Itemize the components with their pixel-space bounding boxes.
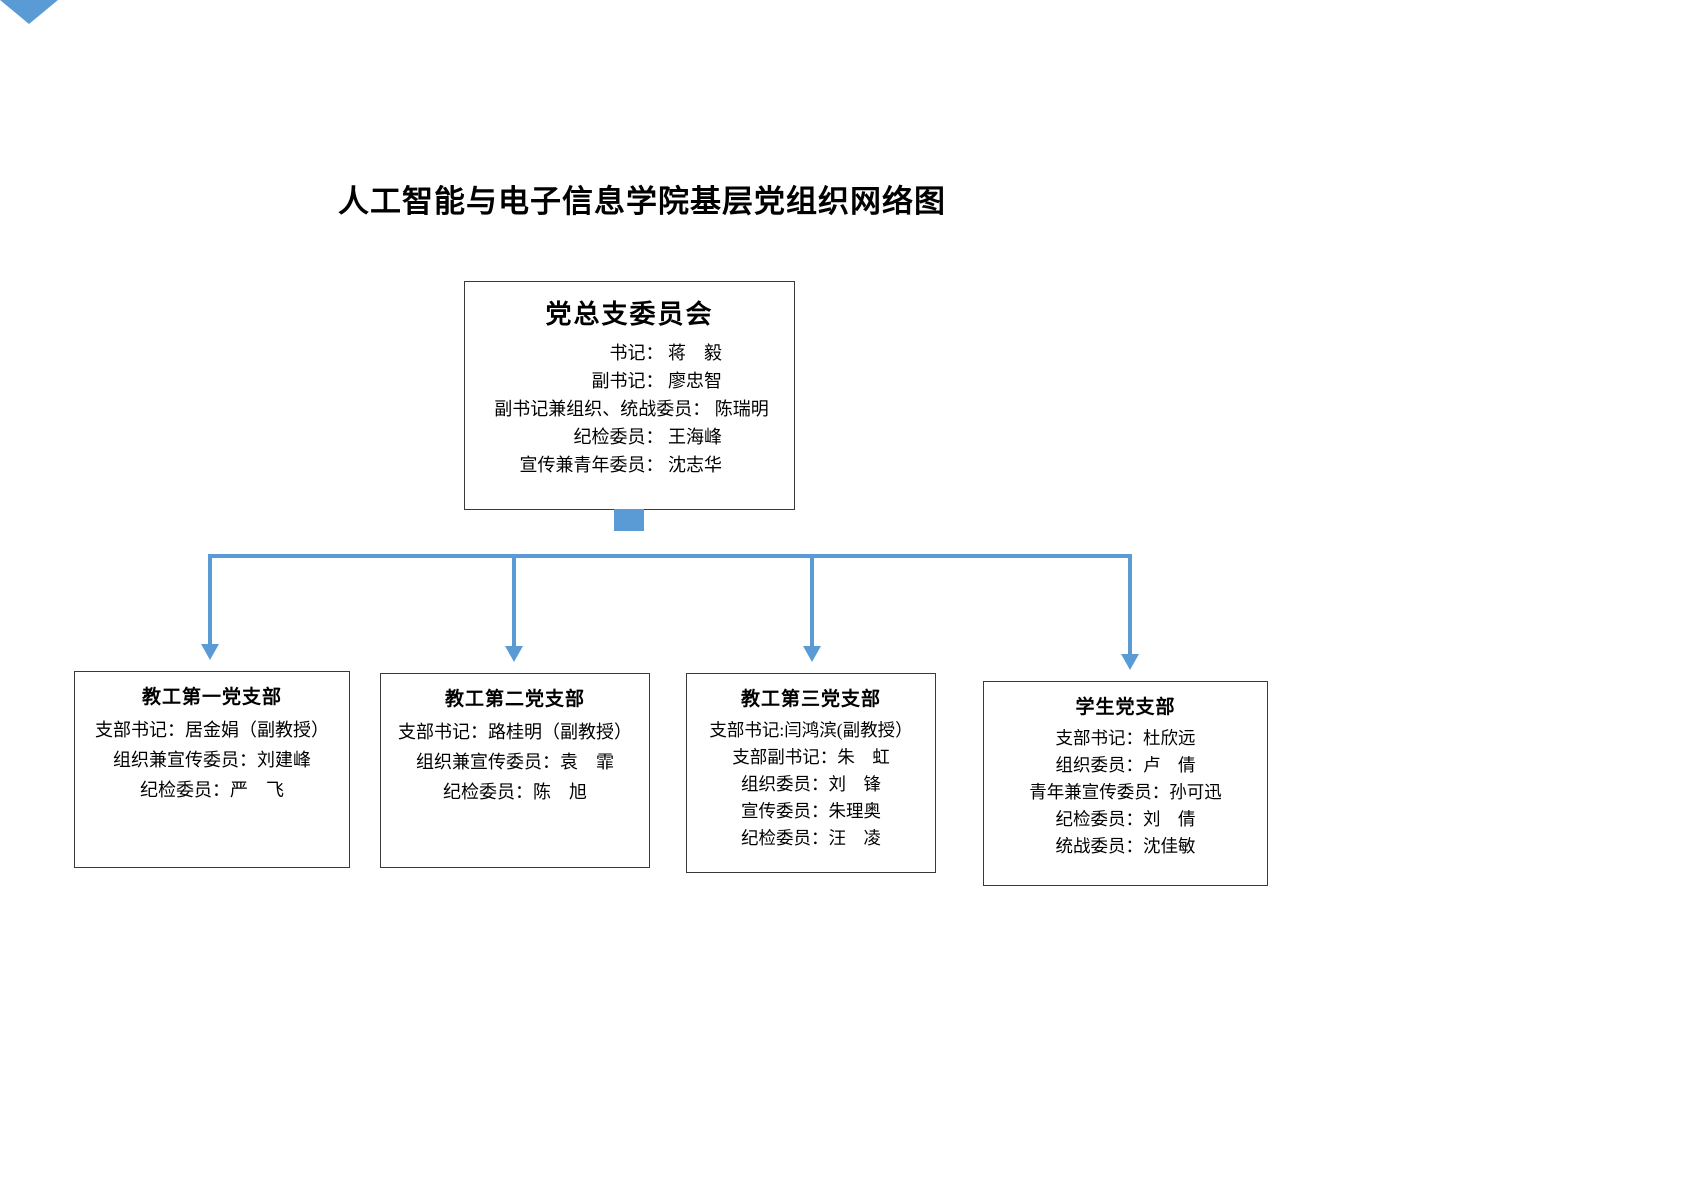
connector-drop-branch-4 xyxy=(1128,554,1132,656)
node-line-branch-secretary: 支部书记：杜欣远 xyxy=(1055,728,1196,748)
node-line-youth-propaganda-member: 青年兼宣传委员：孙可迅 xyxy=(1029,782,1222,802)
node-line-org-member: 组织委员：卢 倩 xyxy=(1055,755,1196,775)
node-title: 教工第二党支部 xyxy=(444,689,585,710)
node-line-secretary: 书记： 蒋 毅 xyxy=(609,343,723,363)
node-title: 学生党支部 xyxy=(1075,697,1176,718)
node-line-discipline-member: 纪检委员：汪 凌 xyxy=(741,828,881,848)
node-line-discipline-member: 纪检委员： 王海峰 xyxy=(573,427,723,447)
arrowhead-icon-branch-3 xyxy=(803,646,821,662)
node-line-deputy-secretary: 支部副书记：朱 虹 xyxy=(732,747,890,767)
node-faculty-branch-1[interactable]: 教工第一党支部 支部书记：居金娟（副教授） 组织兼宣传委员：刘建峰 纪检委员：严… xyxy=(74,671,350,868)
node-line-propaganda-member: 宣传委员：朱理奥 xyxy=(741,801,881,821)
root-connector-arrowhead-icon xyxy=(0,0,58,24)
node-party-general-branch-committee[interactable]: 党总支委员会 书记： 蒋 毅 副书记： 廖忠智 副书记兼组织、统战委员： 陈瑞明… xyxy=(464,281,795,510)
node-line-branch-secretary: 支部书记：居金娟（副教授） xyxy=(95,720,329,740)
connector-horizontal-bus xyxy=(208,554,1132,558)
node-line-propaganda-youth-member: 宣传兼青年委员： 沈志华 xyxy=(519,455,723,475)
connector-drop-branch-3 xyxy=(810,554,814,648)
arrowhead-icon-branch-1 xyxy=(201,644,219,660)
node-title: 党总支委员会 xyxy=(545,299,714,329)
node-line-org-propaganda-member: 组织兼宣传委员：袁 霏 xyxy=(416,752,614,772)
node-line-org-member: 组织委员：刘 锋 xyxy=(741,774,881,794)
node-title: 教工第三党支部 xyxy=(740,689,881,710)
arrowhead-icon-branch-2 xyxy=(505,646,523,662)
node-line-discipline-member: 纪检委员：刘 倩 xyxy=(1055,809,1196,829)
root-connector-shaft xyxy=(614,509,644,531)
node-line-discipline-member: 纪检委员：陈 旭 xyxy=(443,782,587,802)
node-title: 教工第一党支部 xyxy=(141,687,282,708)
connector-drop-branch-2 xyxy=(512,554,516,648)
page-title: 人工智能与电子信息学院基层党组织网络图 xyxy=(338,184,946,219)
arrowhead-icon-branch-4 xyxy=(1121,654,1139,670)
node-line-branch-secretary: 支部书记：路桂明（副教授） xyxy=(398,722,632,742)
node-line-deputy-secretary: 副书记： 廖忠智 xyxy=(591,371,723,391)
node-line-org-propaganda-member: 组织兼宣传委员：刘建峰 xyxy=(113,750,311,770)
connector-drop-branch-1 xyxy=(208,554,212,646)
node-student-branch[interactable]: 学生党支部 支部书记：杜欣远 组织委员：卢 倩 青年兼宣传委员：孙可迅 纪检委员… xyxy=(983,681,1268,886)
node-faculty-branch-3[interactable]: 教工第三党支部 支部书记:闫鸿滨(副教授） 支部副书记：朱 虹 组织委员：刘 锋… xyxy=(686,673,936,873)
node-line-discipline-member: 纪检委员：严 飞 xyxy=(140,780,284,800)
node-line-deputy-org-united-front: 副书记兼组织、统战委员： 陈瑞明 xyxy=(494,399,769,419)
node-line-united-front-member: 统战委员：沈佳敏 xyxy=(1055,836,1196,856)
node-line-branch-secretary: 支部书记:闫鸿滨(副教授） xyxy=(709,720,913,740)
node-faculty-branch-2[interactable]: 教工第二党支部 支部书记：路桂明（副教授） 组织兼宣传委员：袁 霏 纪检委员：陈… xyxy=(380,673,650,868)
